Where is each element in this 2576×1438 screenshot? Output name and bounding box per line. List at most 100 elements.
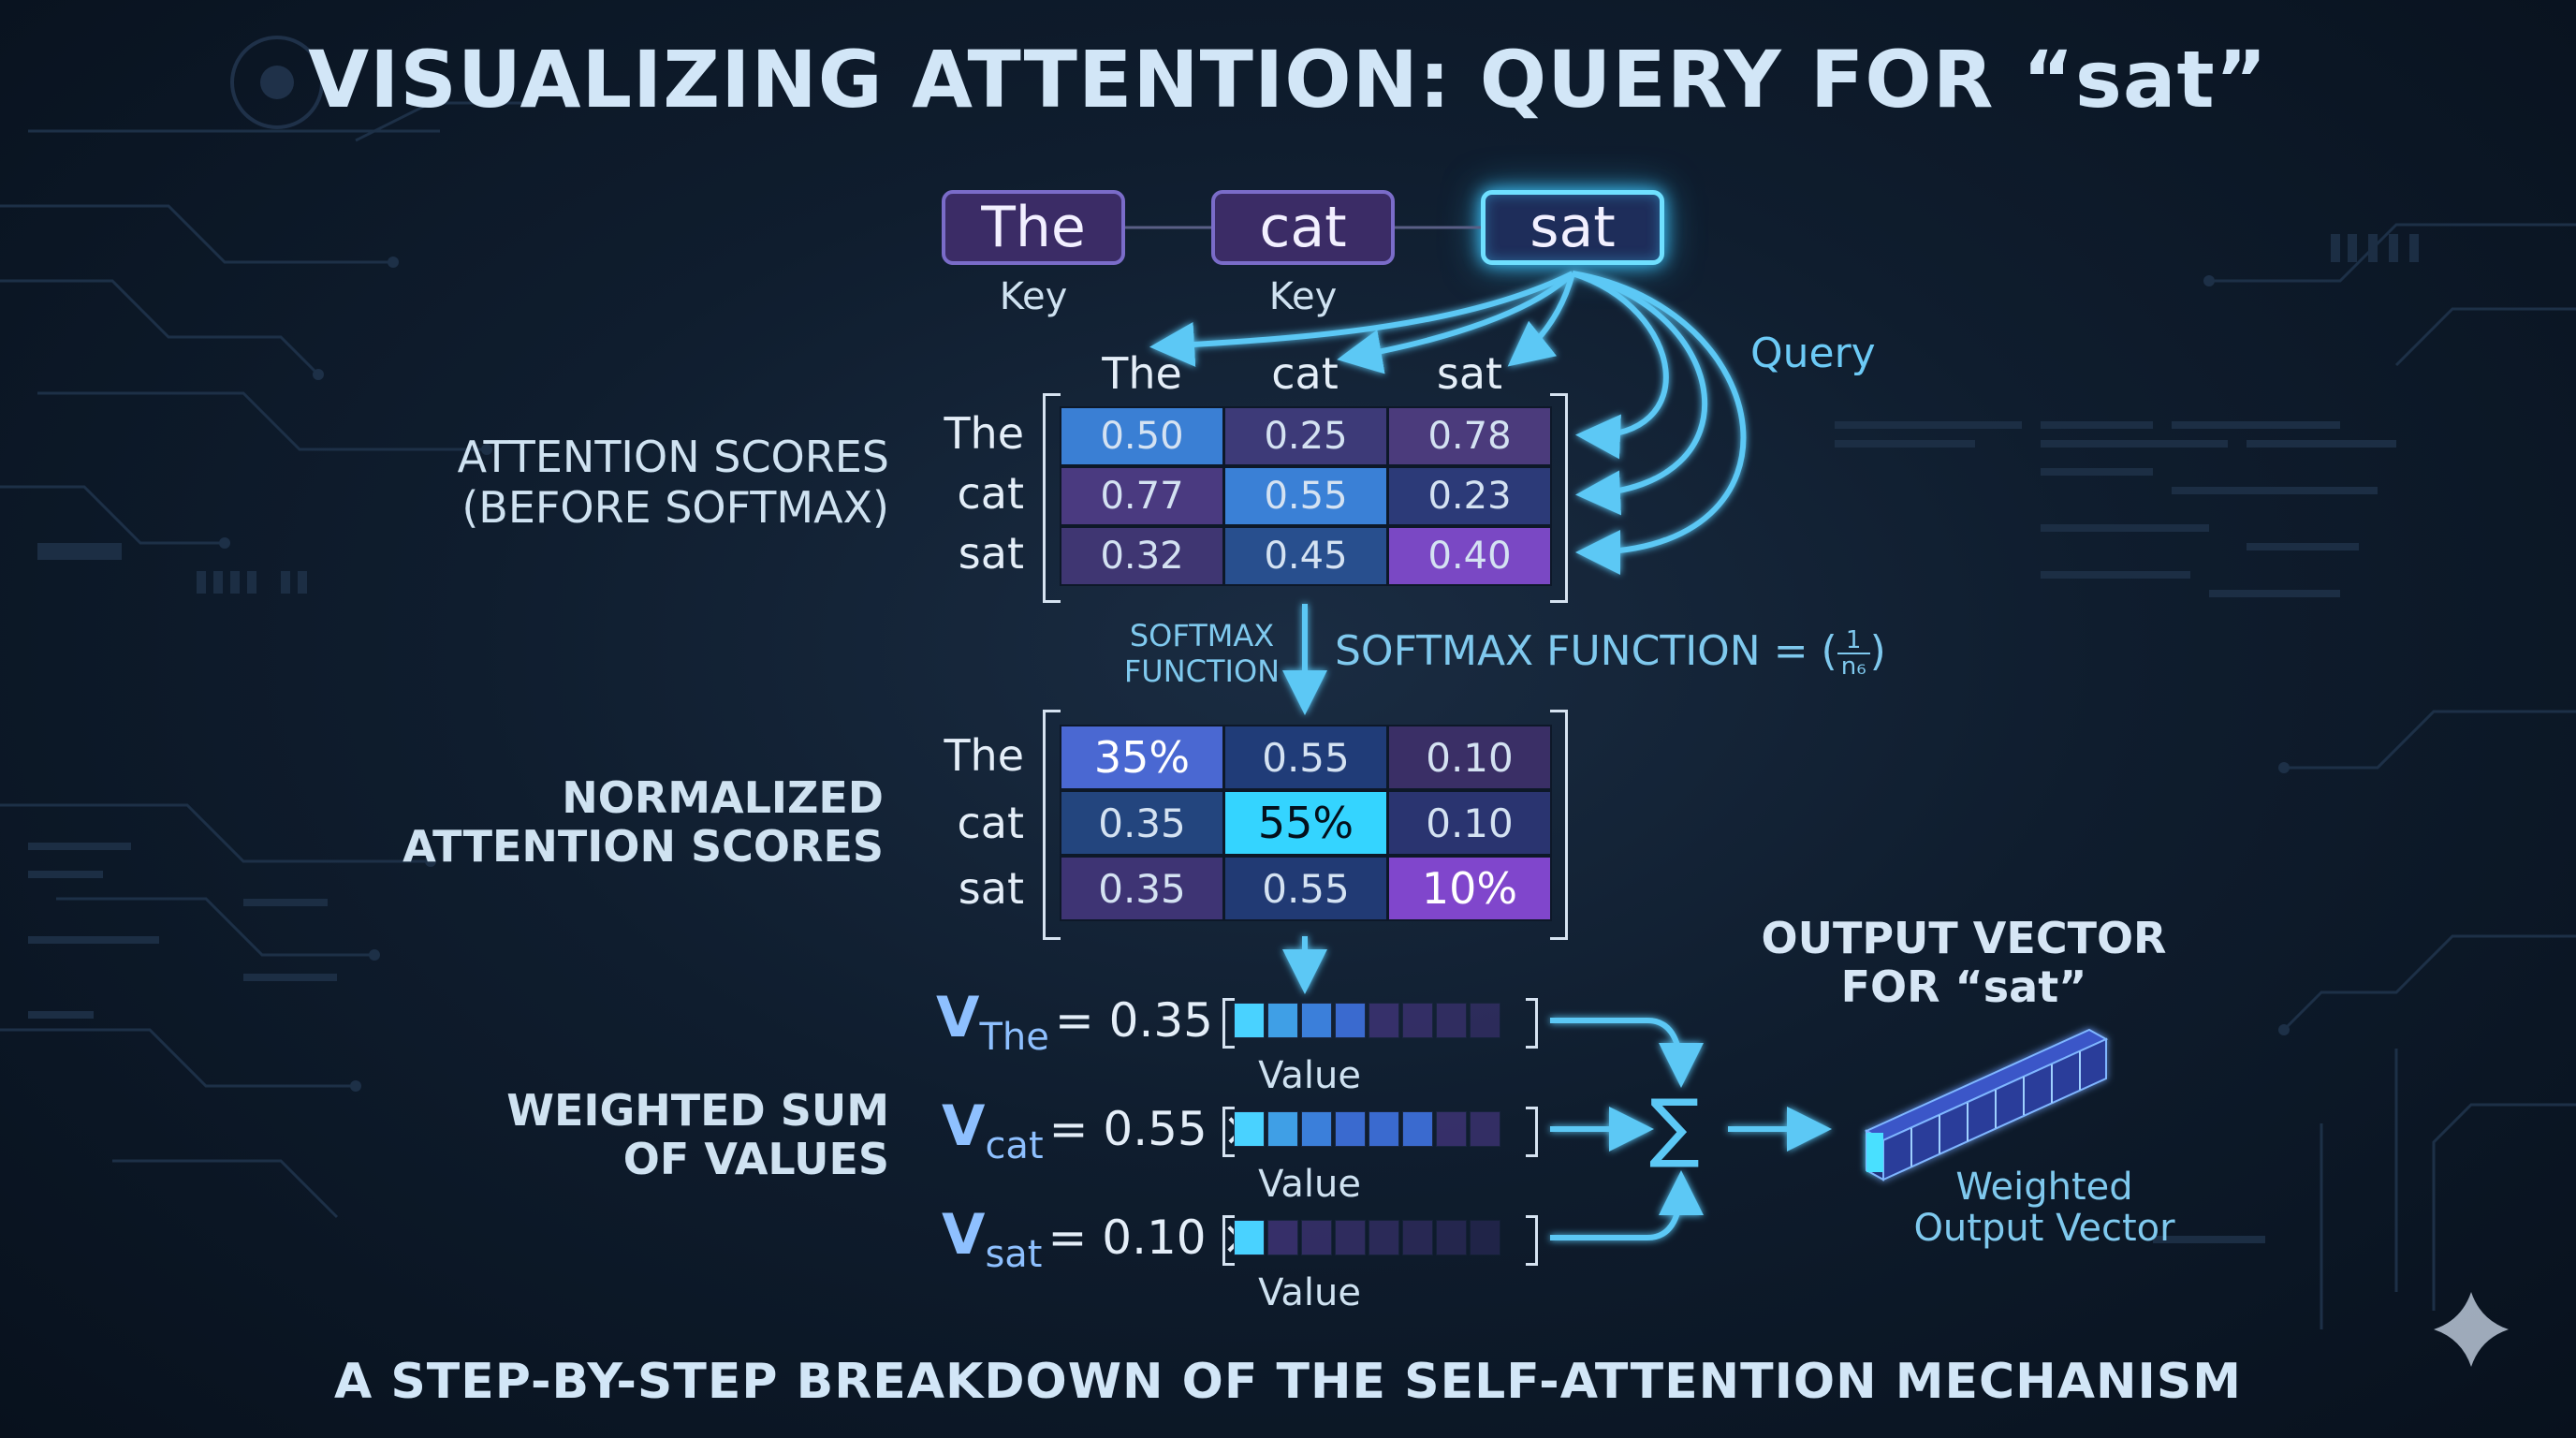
value-segment	[1335, 1111, 1366, 1147]
vector-expr: = 0.55 ×	[1048, 1102, 1262, 1156]
score-cell: 0.40	[1387, 526, 1552, 586]
token-the: The	[942, 190, 1125, 265]
vbar-bracket-right	[1526, 1107, 1538, 1157]
query-arrow-row-cat	[1572, 271, 1708, 516]
value-segment	[1470, 1220, 1500, 1255]
score-cell: 0.77	[1060, 466, 1224, 526]
value-segment	[1402, 1220, 1433, 1255]
query-arrow-row-the	[1572, 271, 1669, 460]
value-segment	[1436, 1111, 1467, 1147]
query-arrow-sat	[1507, 272, 1575, 367]
value-bar-the	[1234, 1003, 1500, 1038]
value-arrow-sat	[1550, 1170, 1704, 1240]
value-segment	[1368, 1003, 1399, 1038]
norm-cell: 0.55	[1223, 725, 1388, 790]
value-bar-sat	[1234, 1220, 1500, 1255]
vbar-bracket-left	[1222, 1107, 1235, 1157]
vbar-bracket-left	[1222, 998, 1235, 1049]
vector-label-sat: Vsat= 0.10 ×	[942, 1202, 1260, 1276]
value-bar-cat	[1234, 1111, 1500, 1147]
sparkle-icon	[2434, 1292, 2509, 1367]
value-segment	[1470, 1111, 1500, 1147]
sum-symbol: ∑	[1649, 1083, 1700, 1170]
scores-rowhdr-cat: cat	[957, 468, 1024, 519]
value-segment	[1301, 1003, 1332, 1038]
vbar-bracket-right	[1526, 1215, 1538, 1266]
scores-label-line2: (BEFORE SOFTMAX)	[461, 482, 889, 533]
value-label-the: Value	[1258, 1054, 1361, 1097]
vector-v: V	[936, 985, 980, 1050]
page-title: VISUALIZING ATTENTION: QUERY FOR “sat”	[308, 34, 2268, 125]
score-cell: 0.55	[1223, 466, 1388, 526]
vector-sub: cat	[985, 1124, 1044, 1167]
value-segment	[1301, 1111, 1332, 1147]
vector-v: V	[942, 1202, 986, 1268]
output-vector-bar	[1864, 1028, 2109, 1181]
softmax-frac-den: n₆	[1840, 653, 1866, 681]
score-cell: 0.50	[1060, 406, 1224, 466]
value-segment	[1267, 1111, 1298, 1147]
value-segment	[1436, 1003, 1467, 1038]
token-sat-query: sat	[1481, 190, 1664, 265]
norm-cell: 0.10	[1387, 725, 1552, 790]
norm-cell: 10%	[1387, 856, 1552, 921]
vector-label-cat: Vcat= 0.55 ×	[942, 1093, 1262, 1167]
vector-v: V	[942, 1093, 986, 1159]
weighted-label-line2: OF VALUES	[622, 1134, 889, 1184]
scores-rowhdr-the: The	[944, 408, 1024, 459]
query-arrow-cat	[1337, 271, 1575, 374]
query-arrow-row-sat	[1572, 271, 1747, 575]
scores-bracket-right	[1550, 393, 1568, 603]
value-segment	[1436, 1220, 1467, 1255]
vector-sub: sat	[985, 1233, 1043, 1276]
value-segment	[1470, 1003, 1500, 1038]
output-title-line2: FOR “sat”	[1840, 961, 2087, 1012]
output-sub-line2: Output Vector	[1913, 1207, 2175, 1250]
query-arrow-the	[1149, 271, 1574, 367]
normalized-label-line2: ATTENTION SCORES	[402, 821, 884, 872]
value-segment	[1234, 1220, 1265, 1255]
norm-rowhdr-cat: cat	[957, 798, 1024, 848]
score-cell: 0.32	[1060, 526, 1224, 586]
score-cell: 0.78	[1387, 406, 1552, 466]
softmax-frac-num: 1	[1837, 628, 1870, 654]
vector-expr: = 0.35 ×	[1054, 993, 1267, 1048]
scores-rowhdr-sat: sat	[958, 528, 1024, 579]
scores-bracket-left	[1043, 393, 1061, 603]
scores-label-line1: ATTENTION SCORES	[457, 432, 889, 482]
vector-label-the: VThe= 0.35 ×	[936, 985, 1267, 1059]
value-label-cat: Value	[1258, 1163, 1361, 1206]
softmax-small-line2: FUNCTION	[1123, 653, 1281, 689]
score-cell: 0.23	[1387, 466, 1552, 526]
output-title-line1: OUTPUT VECTOR	[1761, 913, 2167, 963]
value-segment	[1335, 1003, 1366, 1038]
norm-cell: 0.35	[1060, 856, 1224, 921]
norm-bracket-right	[1550, 710, 1568, 940]
value-segment	[1301, 1220, 1332, 1255]
value-segment	[1267, 1220, 1298, 1255]
softmax-formula-text: SOFTMAX FUNCTION = (	[1335, 627, 1837, 675]
norm-cell: 0.10	[1387, 790, 1552, 856]
scores-colhdr-sat: sat	[1436, 348, 1503, 399]
value-segment	[1267, 1003, 1298, 1038]
value-segment	[1234, 1003, 1265, 1038]
scores-colhdr-cat: cat	[1271, 348, 1339, 399]
token-the-role: Key	[999, 275, 1068, 318]
score-cell: 0.25	[1223, 406, 1388, 466]
norm-rowhdr-the: The	[944, 730, 1024, 781]
value-segment	[1234, 1111, 1265, 1147]
token-cat-role: Key	[1268, 275, 1338, 318]
norm-cell: 55%	[1223, 790, 1388, 856]
value-label-sat: Value	[1258, 1271, 1361, 1314]
norm-cell: 0.55	[1223, 856, 1388, 921]
weighted-label-line1: WEIGHTED SUM	[506, 1085, 889, 1136]
token-cat: cat	[1211, 190, 1395, 265]
norm-rowhdr-sat: sat	[958, 863, 1024, 914]
normalized-label-line1: NORMALIZED	[562, 772, 884, 823]
vector-sub: The	[979, 1016, 1049, 1059]
query-label: Query	[1750, 330, 1876, 377]
softmax-small-line1: SOFTMAX	[1129, 618, 1275, 653]
